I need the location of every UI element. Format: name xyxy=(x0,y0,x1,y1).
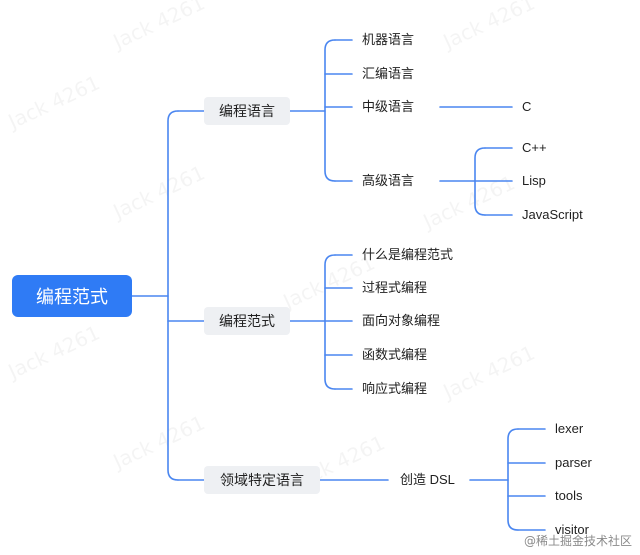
branch-domain-specific-languages[interactable]: 领域特定语言 xyxy=(204,466,320,494)
node-what-is-paradigm[interactable]: 什么是编程范式 xyxy=(362,247,454,262)
root-node-label: 编程范式 xyxy=(36,287,108,307)
connector-lang-spine xyxy=(324,39,336,182)
node-lisp[interactable]: Lisp xyxy=(522,173,546,188)
branch-programming-paradigms[interactable]: 编程范式 xyxy=(204,307,290,335)
node-cpp[interactable]: C++ xyxy=(522,140,547,155)
node-assembly-language[interactable]: 汇编语言 xyxy=(362,66,415,81)
node-visitor[interactable]: visitor xyxy=(555,522,589,537)
node-parser[interactable]: parser xyxy=(555,455,592,470)
node-create-dsl[interactable]: 创造 DSL xyxy=(400,472,455,487)
connector-root-spine xyxy=(167,110,179,481)
node-procedural[interactable]: 过程式编程 xyxy=(362,280,428,295)
node-object-oriented[interactable]: 面向对象编程 xyxy=(362,313,441,328)
connector-high-spine xyxy=(474,147,486,216)
node-lexer[interactable]: lexer xyxy=(555,421,584,436)
branch-programming-languages[interactable]: 编程语言 xyxy=(204,97,290,125)
branch-label: 领域特定语言 xyxy=(220,472,304,488)
node-tools[interactable]: tools xyxy=(555,488,583,503)
connector-paradigm-spine xyxy=(324,254,336,390)
node-mid-level-language[interactable]: 中级语言 xyxy=(362,99,415,114)
node-machine-language[interactable]: 机器语言 xyxy=(362,32,415,47)
node-javascript[interactable]: JavaScript xyxy=(522,207,583,222)
root-node[interactable]: 编程范式 xyxy=(12,275,132,317)
branch-label: 编程语言 xyxy=(219,103,275,119)
node-high-level-language[interactable]: 高级语言 xyxy=(362,173,415,188)
connector-create-spine xyxy=(507,428,519,531)
node-functional[interactable]: 函数式编程 xyxy=(362,347,428,362)
branch-label: 编程范式 xyxy=(219,313,275,329)
node-reactive[interactable]: 响应式编程 xyxy=(362,381,428,396)
footer-credit: @稀土掘金技术社区 xyxy=(523,534,632,548)
node-c[interactable]: C xyxy=(522,99,532,114)
